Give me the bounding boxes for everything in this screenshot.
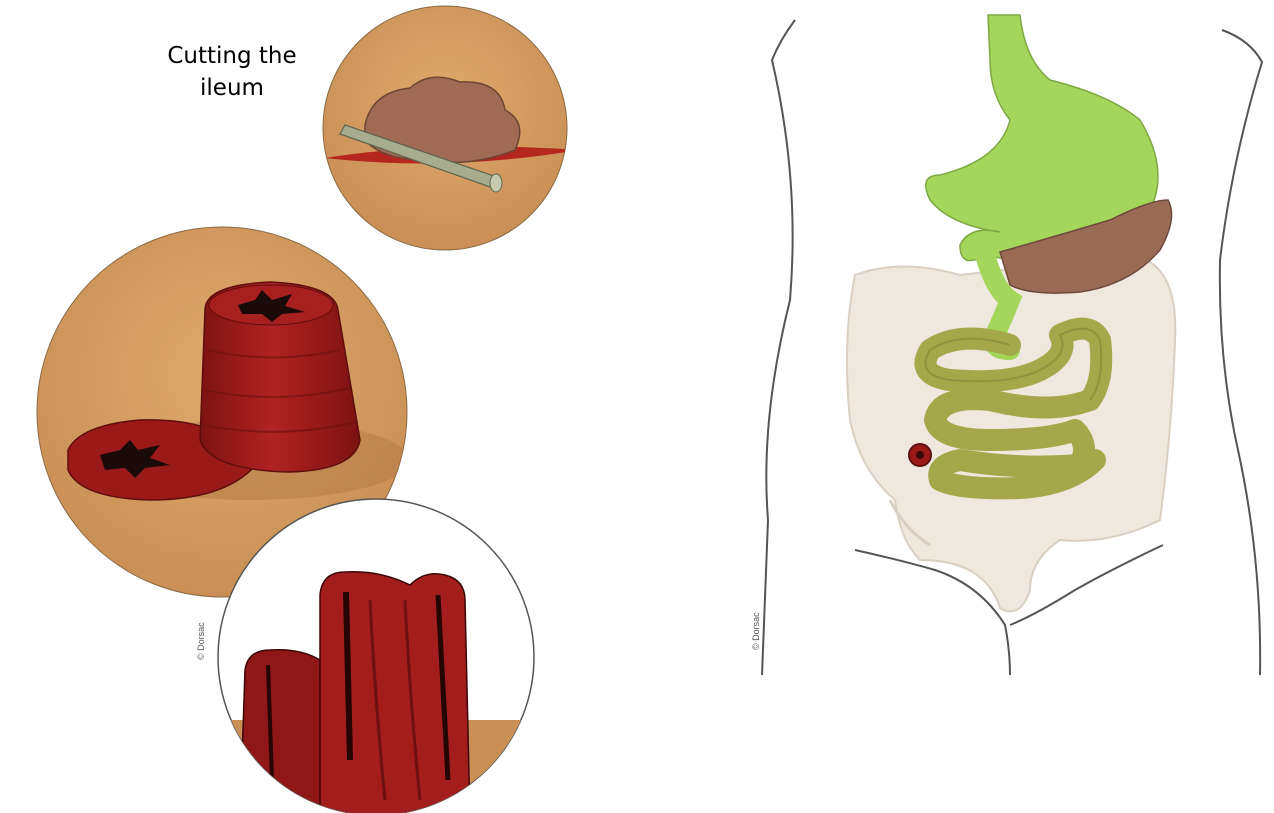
cutting-ileum-circle [323,6,578,250]
torso-diagram [762,15,1262,675]
